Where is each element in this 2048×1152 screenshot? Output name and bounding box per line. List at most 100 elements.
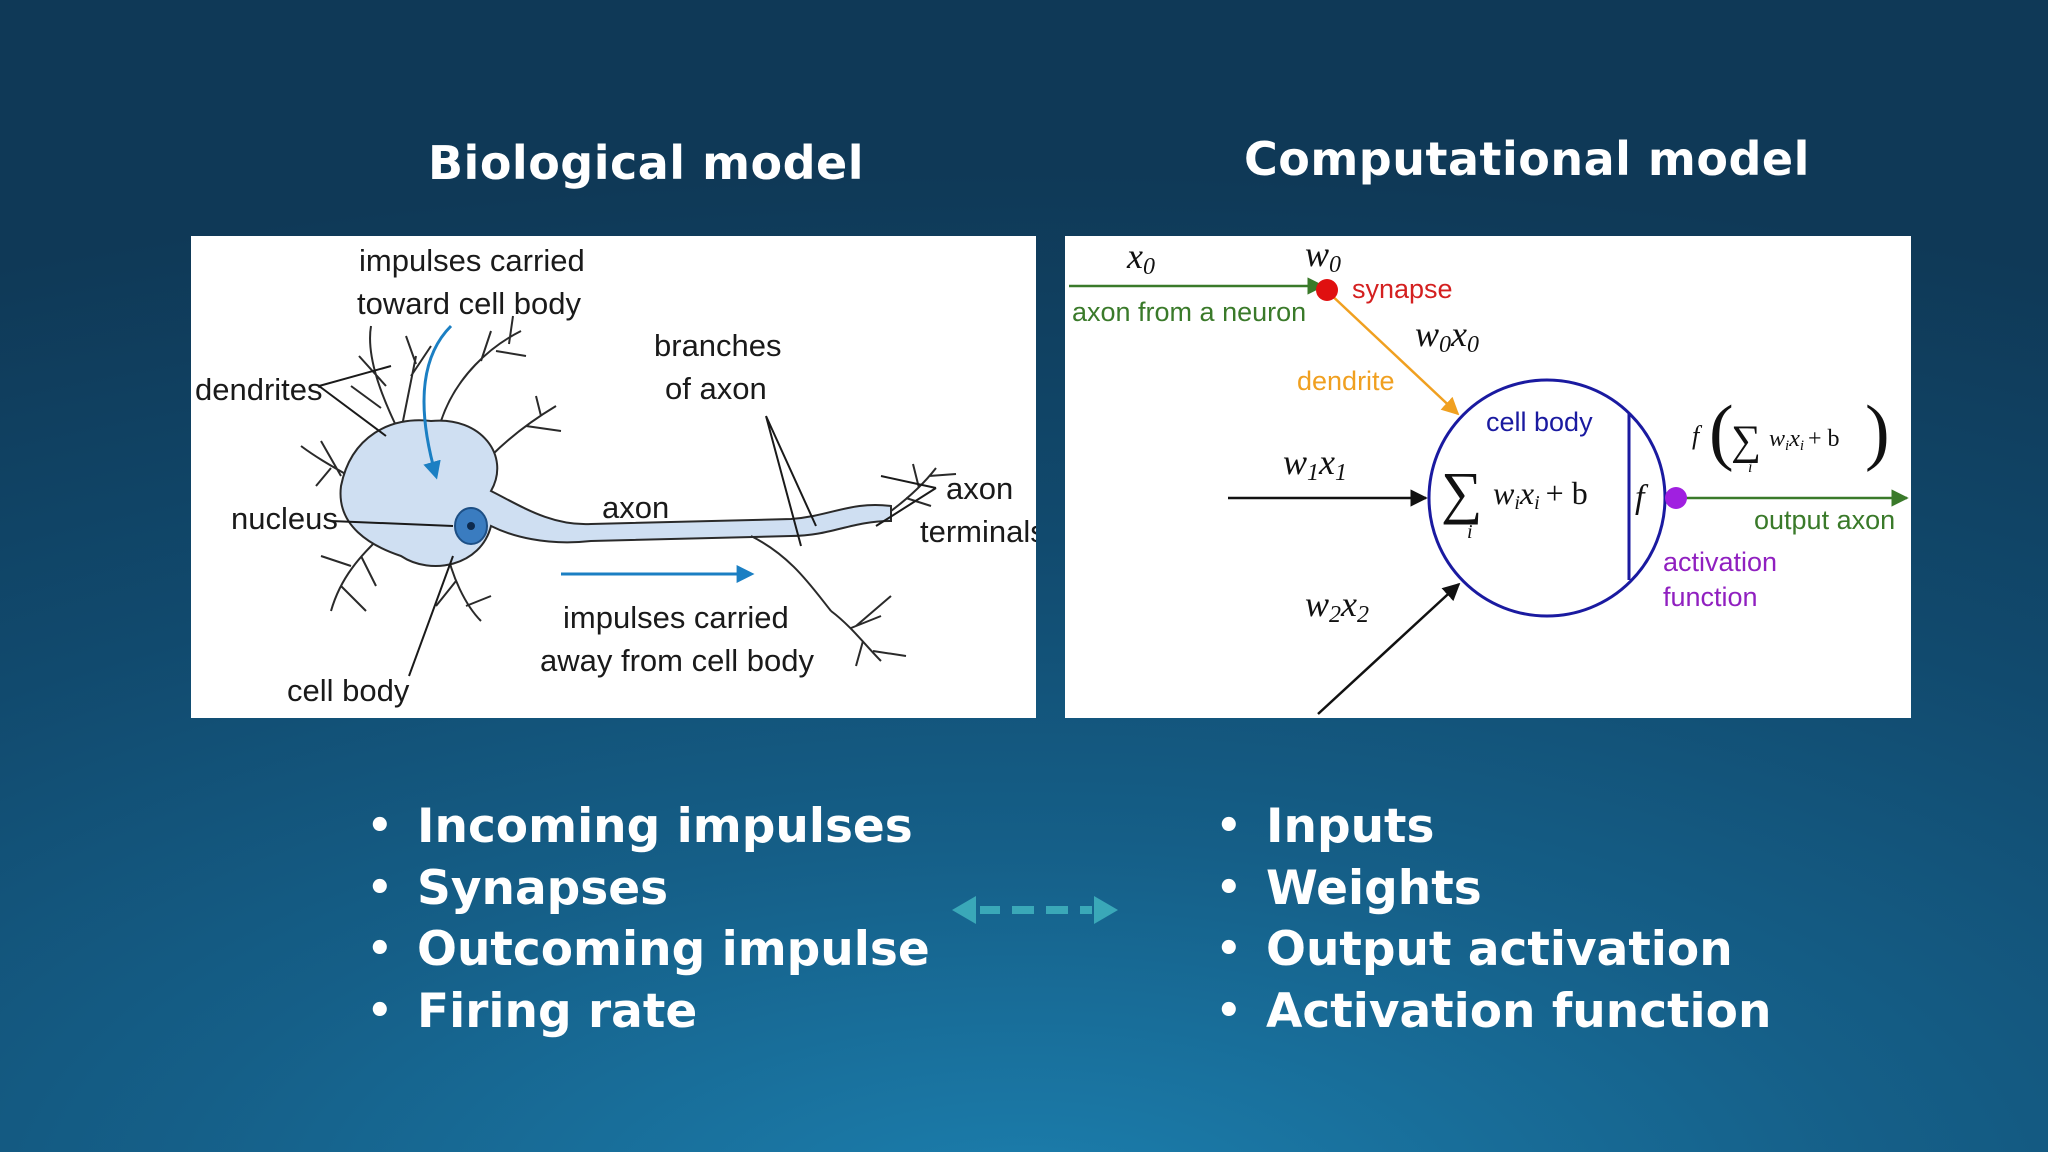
- w1x1-x: x: [1318, 442, 1335, 482]
- f-formula-x: x: [1788, 426, 1800, 452]
- output-axon-label: output axon: [1754, 505, 1895, 535]
- svg-text:of axon: of axon: [665, 371, 767, 406]
- svg-text:activation: activation: [1663, 547, 1777, 577]
- nucleus-label: nucleus: [231, 501, 338, 536]
- mapping-double-arrow-icon: [952, 896, 1118, 924]
- synapse-label: synapse: [1352, 274, 1453, 304]
- svg-text:cell body: cell body: [287, 673, 410, 708]
- svg-text:f: f: [1692, 421, 1703, 450]
- w1x1-w: w: [1283, 442, 1307, 482]
- svg-text:axon: axon: [602, 490, 669, 525]
- x0-subscript: 0: [1143, 254, 1155, 280]
- svg-text:i: i: [1748, 459, 1752, 476]
- axon-branches-shape: [750, 463, 957, 667]
- f-in-cell: f: [1635, 479, 1649, 516]
- impulses-toward-label-line1: impulses carried: [359, 243, 585, 278]
- sum-index: i: [1467, 521, 1473, 543]
- svg-text:synapse: synapse: [1352, 274, 1453, 304]
- list-item-text: Activation function: [1266, 983, 1772, 1039]
- svg-text:i: i: [1467, 521, 1473, 543]
- w1x1-sub2: 1: [1335, 460, 1347, 486]
- impulses-away-label-line1: impulses carried: [563, 600, 789, 635]
- svg-text:axon from a neuron: axon from a neuron: [1072, 297, 1306, 327]
- svg-text:): ): [1865, 391, 1890, 473]
- bullet-icon: •: [1216, 803, 1242, 849]
- bullet-icon: •: [1216, 987, 1242, 1034]
- bullet-icon: •: [367, 987, 393, 1034]
- sum-x: x: [1519, 475, 1534, 511]
- bullet-icon: •: [1216, 926, 1242, 972]
- biological-model-heading: Biological model: [428, 136, 865, 190]
- synapse-dot: [1316, 279, 1338, 301]
- f-formula-index: i: [1748, 459, 1752, 476]
- svg-text:impulses carried: impulses carried: [563, 600, 789, 635]
- bullet-icon: •: [367, 864, 393, 911]
- svg-text:w0x0: w0x0: [1415, 314, 1479, 358]
- list-item: • Output activation: [1216, 919, 1776, 981]
- list-item-text: Synapses: [417, 860, 669, 916]
- toward-cell-body-arrow: [422, 324, 453, 480]
- w0x0-x: x: [1450, 314, 1467, 354]
- branches-label-line1: branches: [654, 328, 782, 363]
- list-item-text: Outcoming impulse: [417, 922, 930, 977]
- w0x0-sub2: 0: [1467, 332, 1479, 358]
- w0x0-sub1: 0: [1439, 332, 1451, 358]
- svg-text:w1x1: w1x1: [1283, 442, 1347, 486]
- svg-text:branches: branches: [654, 328, 782, 363]
- svg-text:dendrites: dendrites: [195, 372, 323, 407]
- svg-text:∑: ∑: [1731, 418, 1761, 464]
- svg-text:(: (: [1709, 391, 1734, 473]
- sum-plus-b: + b: [1546, 475, 1588, 511]
- w2x2-sub2: 2: [1357, 602, 1369, 628]
- svg-text:nucleus: nucleus: [231, 501, 338, 536]
- axon-from-neuron-label: axon from a neuron: [1072, 297, 1306, 327]
- list-item-text: Incoming impulses: [417, 799, 913, 854]
- computational-features-list: •Inputs •Weights •Output activation •Act…: [1216, 796, 1776, 1042]
- list-item: • Outcoming impulse: [367, 919, 930, 981]
- axon-terminals-label-line2: terminals: [920, 514, 1036, 549]
- impulses-away-label-line2: away from cell body: [540, 643, 814, 678]
- cell-body-label: cell body: [287, 673, 410, 708]
- sum-w-sub: i: [1514, 492, 1520, 514]
- svg-text:toward cell body: toward cell body: [357, 286, 582, 321]
- sum-x-sub: i: [1534, 492, 1540, 514]
- list-item-text: Firing rate: [417, 983, 698, 1039]
- computational-model-heading: Computational model: [1244, 132, 1810, 186]
- svg-text:w0: w0: [1305, 236, 1341, 278]
- bullet-icon: •: [1216, 864, 1242, 911]
- f-formula-f: f: [1692, 421, 1703, 450]
- list-item-text: Output activation: [1266, 922, 1733, 977]
- svg-text:∑: ∑: [1441, 460, 1482, 525]
- w2x2-input-arrow: [1317, 582, 1461, 715]
- svg-text:w2x2: w2x2: [1305, 584, 1369, 628]
- w0x0-w: w: [1415, 314, 1439, 354]
- w0-subscript: 0: [1329, 252, 1341, 278]
- svg-text:f: f: [1635, 479, 1649, 516]
- f-formula-w: w: [1769, 426, 1785, 452]
- sum-symbol: ∑: [1441, 460, 1482, 525]
- svg-text:x0: x0: [1126, 236, 1155, 280]
- svg-text:away from cell body: away from cell body: [540, 643, 814, 678]
- impulses-toward-label-line2: toward cell body: [357, 286, 582, 321]
- svg-text:output axon: output axon: [1754, 505, 1895, 535]
- svg-text:dendrite: dendrite: [1297, 366, 1395, 396]
- f-formula-x-sub: i: [1800, 438, 1804, 454]
- w0-label: w: [1305, 236, 1329, 274]
- bullet-icon: •: [367, 803, 393, 849]
- list-item: • Incoming impulses: [367, 796, 927, 858]
- computational-neuron-diagram: x0 w0 w0x0 w1x1 w2x2 ∑ i wixi+ b f f ( ∑…: [1065, 236, 1911, 718]
- biological-neuron-diagram: impulses carried toward cell body dendri…: [191, 236, 1036, 718]
- svg-text:function: function: [1663, 582, 1758, 612]
- list-item-text: Weights: [1266, 860, 1482, 916]
- axon-terminals-label-line1: axon: [946, 471, 1013, 506]
- svg-text:terminals: terminals: [920, 514, 1036, 549]
- w2x2-sub1: 2: [1329, 602, 1341, 628]
- bullet-icon: •: [367, 926, 393, 972]
- output-dot: [1665, 487, 1687, 509]
- svg-text:axon: axon: [946, 471, 1013, 506]
- f-formula-plus-b: + b: [1808, 426, 1840, 452]
- w2x2-w: w: [1305, 584, 1329, 624]
- f-formula-w-sub: i: [1785, 438, 1789, 454]
- axon-label: axon: [602, 490, 669, 525]
- dendrite-line: [1326, 290, 1460, 416]
